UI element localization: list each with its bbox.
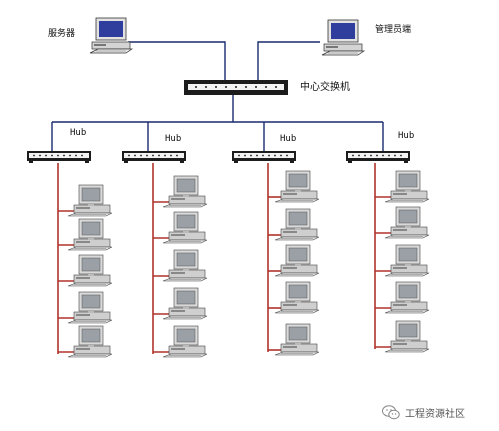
client-pc-3-3: [274, 244, 320, 277]
hub-1: [27, 151, 91, 163]
wechat-icon: [382, 404, 400, 419]
client-pc-1-5: [67, 325, 113, 358]
client-pc-4-5: [384, 320, 430, 353]
client-pc-2-5: [162, 325, 208, 358]
client-pc-3-2: [274, 208, 320, 241]
hub-3-label: Hub: [280, 134, 296, 144]
client-pc-2-4: [162, 287, 208, 320]
footer-watermark: 工程资源社区: [382, 401, 499, 423]
hub-4: [346, 151, 410, 163]
server-workstation: [89, 17, 133, 54]
server-label: 服务器: [48, 27, 75, 39]
client-pc-1-1: [67, 184, 113, 217]
client-pc-1-2: [67, 218, 113, 251]
client-pc-1-3: [67, 254, 113, 287]
central-switch: [184, 80, 288, 95]
client-pc-4-3: [384, 244, 430, 277]
switch-label: 中心交换机: [300, 80, 350, 93]
client-pc-3-4: [274, 281, 320, 314]
hub-4-label: Hub: [398, 131, 414, 141]
hub-2: [122, 151, 186, 163]
hub-1-label: Hub: [70, 128, 86, 138]
client-pc-2-2: [162, 211, 208, 244]
client-pc-1-4: [67, 291, 113, 324]
client-pc-4-4: [384, 281, 430, 314]
hub-2-label: Hub: [165, 134, 181, 144]
backbone-links: [51, 41, 384, 151]
client-pc-2-3: [162, 249, 208, 282]
client-pc-3-1: [274, 170, 320, 203]
hub-drop-lines: [57, 163, 392, 354]
footer-text: 工程资源社区: [405, 408, 465, 420]
admin-label: 管理员端: [375, 23, 411, 35]
client-pc-4-2: [384, 206, 430, 239]
admin-workstation: [321, 19, 365, 56]
client-pc-4-1: [384, 170, 430, 203]
client-pc-3-5: [274, 323, 320, 356]
client-pc-2-1: [162, 175, 208, 208]
hub-3: [232, 151, 296, 163]
